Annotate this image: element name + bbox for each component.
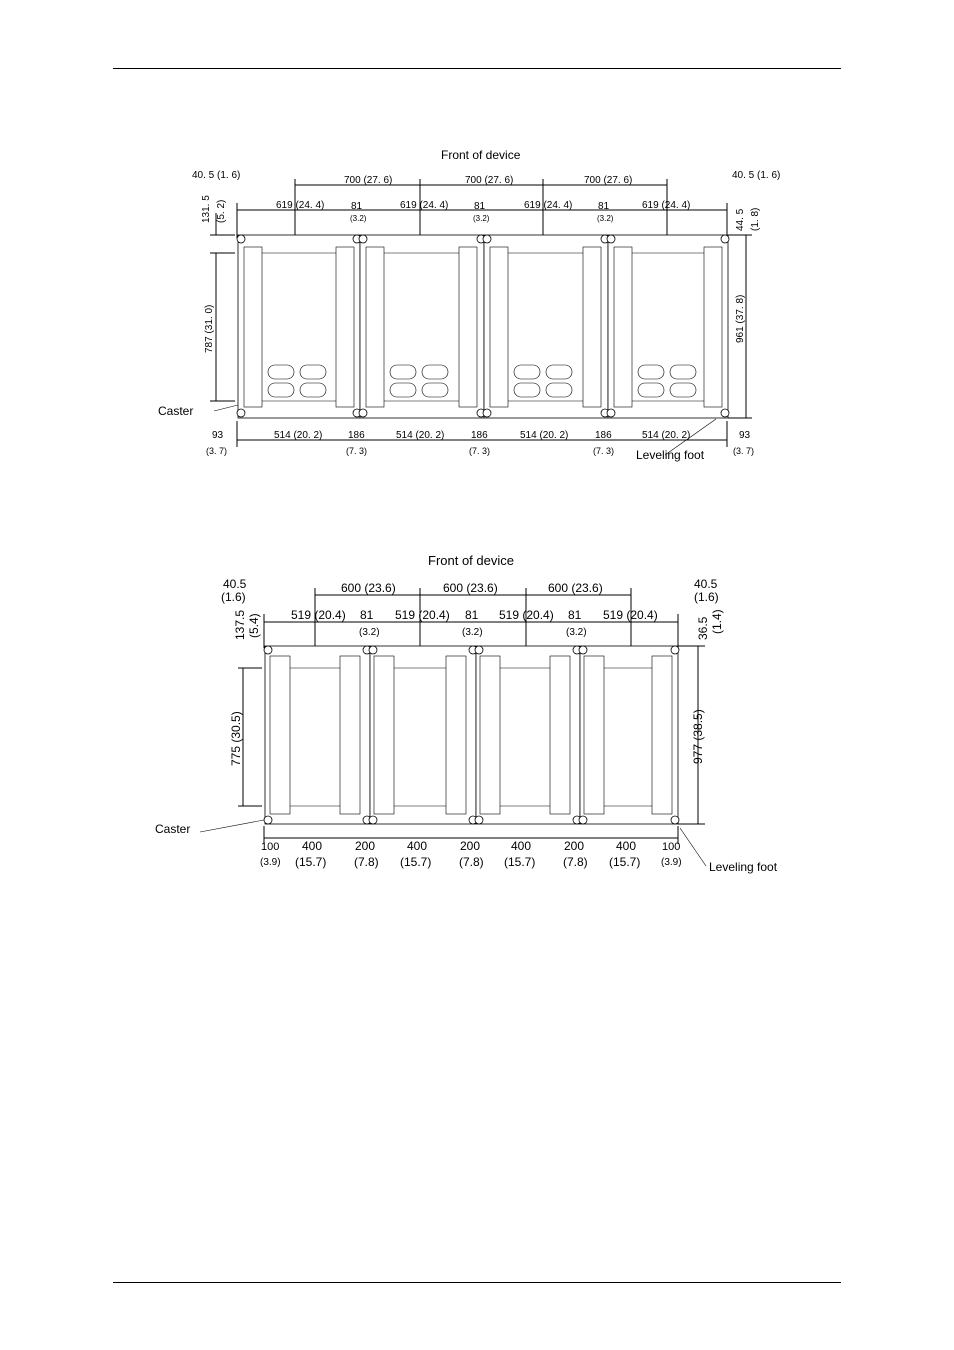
top-gap-sub-2: (3.2) <box>462 627 483 638</box>
header-rule <box>113 68 841 69</box>
bottom-width-dim-3: 400 <box>511 839 531 853</box>
top-left-corner-dim: 40. 5 (1. 6) <box>192 170 240 181</box>
bottom-width-dim-2: 400 <box>407 839 427 853</box>
left-offset-dim: 137.5 <box>233 610 247 640</box>
bottom-width-dim-1: 400 <box>302 839 322 853</box>
top-left-dim-a: 40.5 <box>223 577 247 591</box>
top-gap-sub-3: (3.2) <box>566 627 587 638</box>
bottom-end-dim-right: 100 <box>662 841 680 853</box>
front-of-device-label: Front of device <box>428 553 514 568</box>
bottom-end-sub-left: (3.9) <box>260 857 281 868</box>
bottom-gap-dim-1: 186 <box>348 430 365 441</box>
bottom-end-dim-right: 93 <box>739 430 751 441</box>
right-offset-dim: 36.5 <box>696 616 710 640</box>
left-height-dim: 775 (30.5) <box>229 711 243 766</box>
pitch-dim-1: 700 (27. 6) <box>344 175 392 186</box>
top-left-dim-b: (1.6) <box>221 590 246 604</box>
bottom-gap-sub-3: (7. 3) <box>593 446 614 456</box>
right-height-dim: 977 (38.5) <box>691 709 705 764</box>
top-width-dim-2: 619 (24. 4) <box>400 200 448 211</box>
pitch-dim-1: 600 (23.6) <box>341 581 396 595</box>
bottom-gap-sub-1: (7.8) <box>354 855 379 869</box>
bottom-gap-sub-3: (7.8) <box>563 855 588 869</box>
left-offset-dim: 131. 5 <box>201 195 212 223</box>
bottom-width-dim-2: 514 (20. 2) <box>396 430 444 441</box>
bottom-gap-dim-3: 186 <box>595 430 612 441</box>
pitch-dim-2: 700 (27. 6) <box>465 175 513 186</box>
top-gap-dim-2: 81 <box>465 608 479 622</box>
bottom-width-dim-4: 514 (20. 2) <box>642 430 690 441</box>
top-gap-dim-3: 81 <box>598 201 610 212</box>
right-offset-sub: (1.4) <box>710 609 724 634</box>
bottom-gap-dim-2: 200 <box>460 839 480 853</box>
leveling-foot-label: Leveling foot <box>636 448 705 462</box>
bottom-end-sub-right: (3.9) <box>661 857 682 868</box>
bottom-end-sub-right: (3. 7) <box>733 446 754 456</box>
figure-1-svg: Front of device 40. 5 (1. 6) 40. 5 (1. 6… <box>158 148 780 462</box>
bottom-gap-sub-1: (7. 3) <box>346 446 367 456</box>
top-gap-dim-1: 81 <box>360 608 374 622</box>
top-width-dim-3: 619 (24. 4) <box>524 200 572 211</box>
left-offset-sub: (5.4) <box>247 613 261 638</box>
top-gap-dim-1: 81 <box>351 201 363 212</box>
top-gap-dim-3: 81 <box>568 608 582 622</box>
top-gap-sub-1: (3.2) <box>350 214 367 223</box>
leveling-foot-label: Leveling foot <box>709 860 778 874</box>
pitch-dim-2: 600 (23.6) <box>443 581 498 595</box>
left-height-dim: 787 (31. 0) <box>204 305 215 353</box>
diagram-figure-2: Front of device 40.5 (1.6) 40.5 (1.6) 60… <box>150 548 790 888</box>
bottom-width-dim-4: 400 <box>616 839 636 853</box>
right-height-dim: 961 (37. 8) <box>735 295 746 343</box>
bottom-gap-dim-3: 200 <box>564 839 584 853</box>
bottom-width-sub-3: (15.7) <box>504 855 535 869</box>
top-right-dim-a: 40.5 <box>694 577 718 591</box>
top-width-dim-4: 519 (20.4) <box>603 608 658 622</box>
caster-label: Caster <box>155 822 190 836</box>
caster-label: Caster <box>158 404 193 418</box>
top-width-dim-4: 619 (24. 4) <box>642 200 690 211</box>
bottom-end-dim-left: 93 <box>212 430 224 441</box>
top-gap-dim-2: 81 <box>474 201 486 212</box>
bottom-gap-sub-2: (7. 3) <box>469 446 490 456</box>
footer-rule <box>113 1282 841 1283</box>
top-gap-sub-3: (3.2) <box>597 214 614 223</box>
bottom-end-dim-left: 100 <box>261 841 279 853</box>
top-gap-sub-2: (3.2) <box>473 214 490 223</box>
bottom-width-sub-2: (15.7) <box>400 855 431 869</box>
left-offset-sub: (5. 2) <box>216 200 227 223</box>
pitch-dim-3: 700 (27. 6) <box>584 175 632 186</box>
bottom-width-dim-3: 514 (20. 2) <box>520 430 568 441</box>
bottom-width-sub-1: (15.7) <box>295 855 326 869</box>
top-width-dim-1: 519 (20.4) <box>291 608 346 622</box>
right-offset-dim: 44. 5 <box>735 208 746 231</box>
bottom-width-sub-4: (15.7) <box>609 855 640 869</box>
right-offset-sub: (1. 8) <box>750 208 761 231</box>
pitch-dim-3: 600 (23.6) <box>548 581 603 595</box>
top-right-dim-b: (1.6) <box>694 590 719 604</box>
figure-2-svg: Front of device 40.5 (1.6) 40.5 (1.6) 60… <box>155 553 778 874</box>
top-width-dim-1: 619 (24. 4) <box>276 200 324 211</box>
bottom-end-sub-left: (3. 7) <box>206 446 227 456</box>
bottom-gap-dim-2: 186 <box>471 430 488 441</box>
top-right-corner-dim: 40. 5 (1. 6) <box>732 170 780 181</box>
top-gap-sub-1: (3.2) <box>359 627 380 638</box>
diagram-figure-1: Front of device 40. 5 (1. 6) 40. 5 (1. 6… <box>150 143 780 470</box>
front-of-device-label: Front of device <box>441 148 521 162</box>
bottom-width-dim-1: 514 (20. 2) <box>274 430 322 441</box>
bottom-gap-dim-1: 200 <box>355 839 375 853</box>
bottom-gap-sub-2: (7.8) <box>459 855 484 869</box>
top-width-dim-3: 519 (20.4) <box>499 608 554 622</box>
top-width-dim-2: 519 (20.4) <box>395 608 450 622</box>
